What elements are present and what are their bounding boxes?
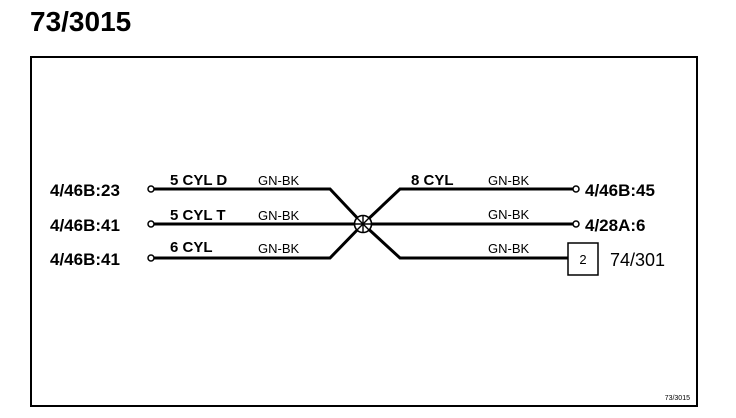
left-wire-1-function: 5 CYL D <box>170 172 227 189</box>
left-wire-2-function: 5 CYL T <box>170 207 226 224</box>
right-wire-2-color: GN-BK <box>488 207 530 222</box>
right-wire-1-function: 8 CYL <box>411 172 454 189</box>
left-wire-1 <box>154 187 365 226</box>
left-wire-1-color: GN-BK <box>258 173 300 188</box>
page-title: 73/3015 <box>30 6 132 37</box>
diagram-frame <box>30 56 698 407</box>
connector-pin-label: 2 <box>579 252 586 267</box>
connector-box[interactable] <box>567 242 599 276</box>
right-terminal-2-label: 4/28A:6 <box>585 216 645 235</box>
right-terminal-1-label: 4/46B:45 <box>585 181 655 200</box>
right-terminal-2-connector-icon[interactable] <box>572 220 580 228</box>
right-terminal-3-label: 74/301 <box>610 250 665 270</box>
left-terminal-2-label: 4/46B:41 <box>50 216 120 235</box>
left-terminal-2-connector-icon[interactable] <box>147 220 155 228</box>
left-terminal-3-connector-icon[interactable] <box>147 254 155 262</box>
right-wire-1-color: GN-BK <box>488 173 530 188</box>
right-wire-3-color: GN-BK <box>488 241 530 256</box>
footer-diagram-id: 73/3015 <box>665 395 690 402</box>
left-wire-3-color: GN-BK <box>258 241 300 256</box>
left-wire-3-function: 6 CYL <box>170 239 213 256</box>
left-wire-2-color: GN-BK <box>258 208 300 223</box>
left-wire-3 <box>154 222 365 260</box>
left-terminal-1-label: 4/46B:23 <box>50 181 120 200</box>
left-terminal-3-label: 4/46B:41 <box>50 250 120 269</box>
right-wire-3 <box>361 222 568 260</box>
right-wire-1 <box>361 187 573 226</box>
splice-node-icon[interactable] <box>353 214 373 234</box>
right-terminal-1-connector-icon[interactable] <box>572 185 580 193</box>
left-terminal-1-connector-icon[interactable] <box>147 185 155 193</box>
